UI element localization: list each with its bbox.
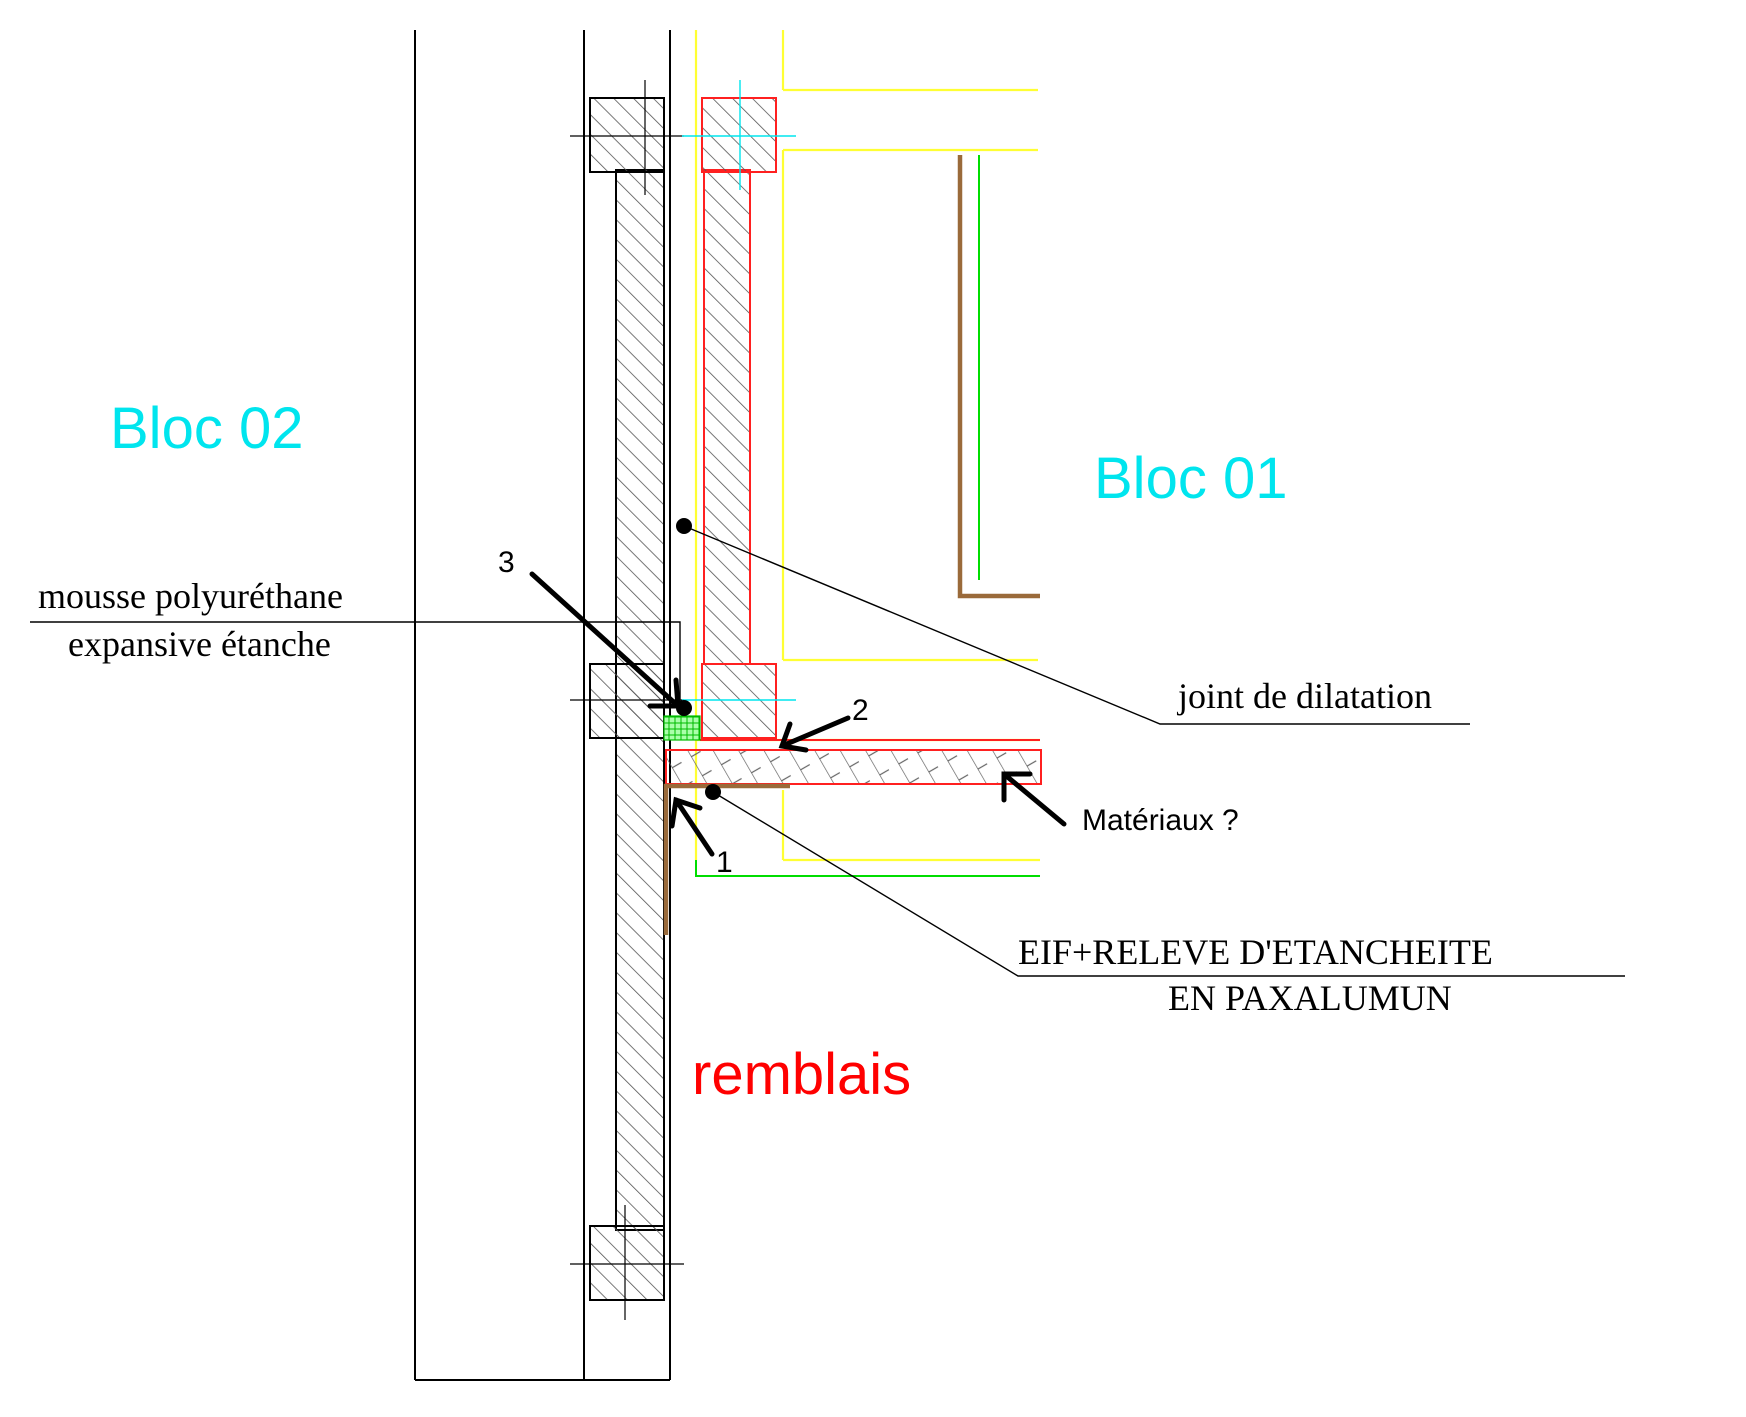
callout-number-2: 2 <box>852 694 869 727</box>
callout-arrows <box>529 571 1067 857</box>
mousse-label-line1: mousse polyuréthane <box>38 576 343 616</box>
bloc02-beams <box>589 97 665 1301</box>
bloc01-bottom-beam <box>701 663 777 739</box>
green-lines <box>695 155 1040 877</box>
bloc01-top-beam <box>701 97 777 173</box>
bloc-01-label: Bloc 01 <box>1094 446 1287 511</box>
bloc01-hatched-wall <box>703 169 751 665</box>
remblais-label: remblais <box>692 1042 911 1107</box>
bloc-02-label: Bloc 02 <box>110 396 303 461</box>
callout-number-3: 3 <box>498 546 515 579</box>
eif-label-line2: EN PAXALUMUN <box>1168 978 1452 1018</box>
bloc02-axis-crosses <box>570 80 684 1320</box>
materiaux-label: Matériaux ? <box>1082 804 1239 837</box>
brown-profiles <box>663 155 1040 935</box>
bloc01-axis-crosses <box>682 80 796 701</box>
leader-dots <box>676 518 721 800</box>
mousse-label-line2: expansive étanche <box>68 624 331 664</box>
joint-label: joint de dilatation <box>1176 676 1432 716</box>
eif-label-line1: EIF+RELEVE D'ETANCHEITE <box>1018 932 1493 972</box>
callout-number-1: 1 <box>716 846 733 879</box>
leader-lines <box>30 525 1625 977</box>
slab-hatched <box>665 749 1042 785</box>
polyurethane-foam <box>663 715 701 741</box>
